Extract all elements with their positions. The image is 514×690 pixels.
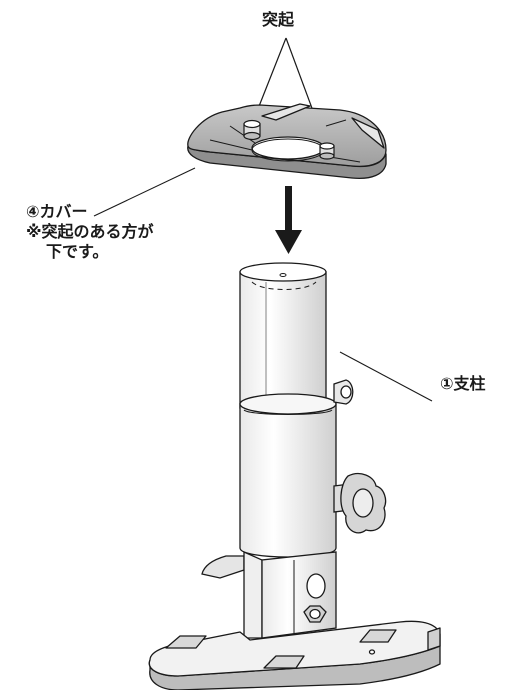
cover-plate	[187, 103, 387, 180]
protrusion-label: 突起	[262, 10, 295, 29]
cover-note-line2: 下です。	[46, 242, 109, 261]
base-plate	[148, 620, 441, 690]
pole-leader-line	[339, 351, 433, 402]
pole-label: ①支柱	[440, 374, 486, 393]
protrusion-left	[243, 119, 261, 141]
mount-bracket	[201, 550, 337, 639]
arrow-down-icon	[275, 186, 302, 254]
cover-leader-line	[93, 167, 196, 217]
locking-knob	[333, 472, 387, 534]
protrusion-right	[319, 142, 335, 160]
cover-note-line1: ※突起のある方が	[26, 222, 154, 241]
cover-label: ④カバー	[26, 202, 88, 221]
cover-plate-rim	[261, 103, 311, 121]
support-pole	[239, 262, 354, 558]
cover-plate-top	[187, 104, 387, 168]
cover-center-hole	[251, 136, 325, 160]
